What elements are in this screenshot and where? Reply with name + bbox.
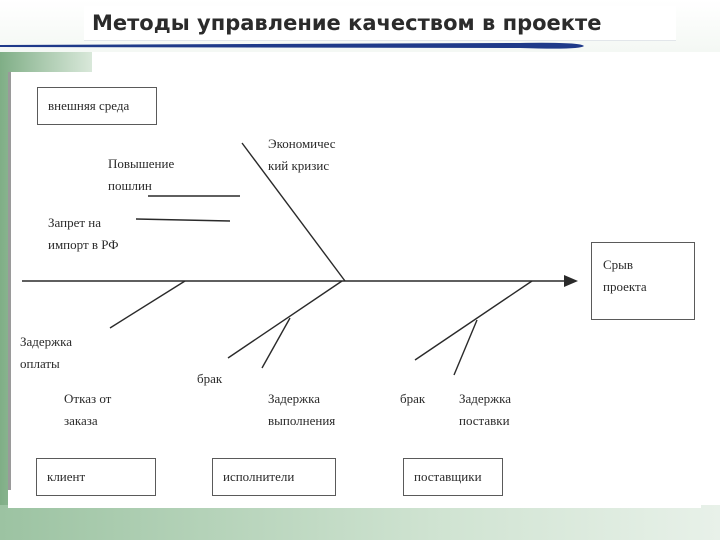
- effect-label: Срыв проекта: [603, 257, 647, 294]
- sub-bone-execution: [261, 317, 291, 369]
- title-area: [84, 6, 676, 41]
- category-box-external: внешняя среда: [37, 87, 157, 125]
- effect-box: Срыв проекта: [591, 242, 695, 320]
- spine-arrowhead: [564, 275, 578, 287]
- slide-title: Методы управление качеством в проекте: [92, 11, 602, 35]
- bone-client: [109, 280, 186, 329]
- cause-payment-delay: Задержка оплаты: [20, 334, 73, 371]
- cause-duty-increase: Повышение пошлин: [108, 156, 175, 193]
- panel-border: [8, 72, 11, 490]
- category-label-suppliers: поставщики: [414, 469, 482, 484]
- category-label-external: внешняя среда: [48, 98, 130, 113]
- cause-defect-suppliers: брак: [400, 391, 426, 406]
- title-underline: [0, 42, 584, 49]
- bone-suppliers: [414, 280, 533, 361]
- sub-bone-import: [135, 218, 231, 222]
- slide-background-bottom: [0, 505, 720, 540]
- category-box-executors: исполнители: [212, 458, 336, 496]
- cause-delivery-delay: Задержка поставки: [459, 391, 512, 428]
- category-box-client: клиент: [36, 458, 156, 496]
- cause-import-ban: Запрет на импорт в РФ: [48, 215, 119, 252]
- bone-external: [241, 142, 346, 282]
- category-box-suppliers: поставщики: [403, 458, 503, 496]
- diagram-panel: [8, 72, 701, 508]
- bone-executors: [227, 280, 343, 359]
- cause-economic-crisis: Экономичес кий кризис: [268, 136, 336, 173]
- cause-defect-executors: брак: [197, 371, 223, 386]
- cause-execution-delay: Задержка выполнения: [268, 391, 336, 428]
- cause-order-refusal: Отказ от заказа: [64, 391, 112, 428]
- sub-bone-delivery: [453, 319, 478, 376]
- category-label-client: клиент: [47, 469, 86, 484]
- category-label-executors: исполнители: [223, 469, 295, 484]
